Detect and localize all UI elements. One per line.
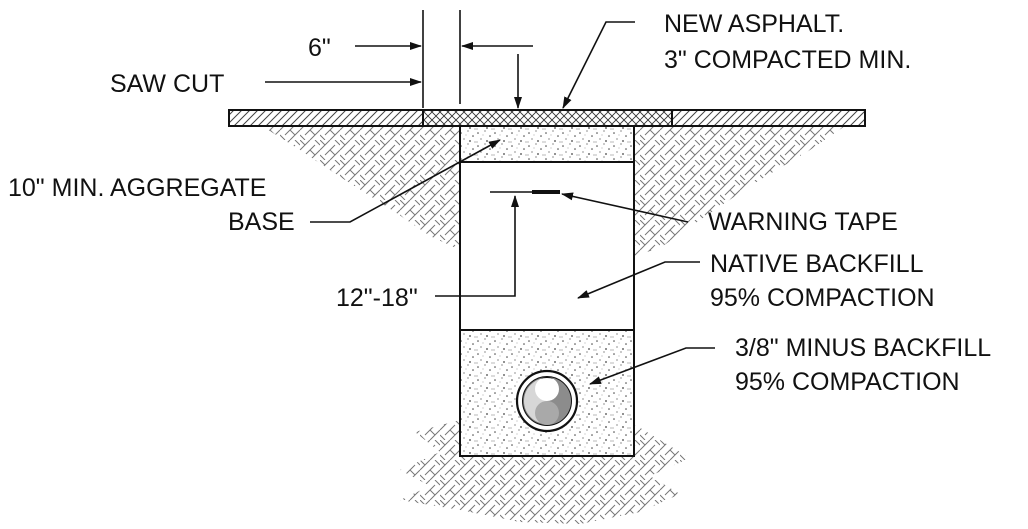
saw-cut-label: SAW CUT bbox=[110, 70, 224, 98]
saw-cut-dimension bbox=[265, 10, 533, 108]
minus-backfill-label-line1: 3/8" MINUS BACKFILL bbox=[735, 334, 991, 362]
warning-tape-label: WARNING TAPE bbox=[708, 208, 898, 236]
pipe bbox=[515, 369, 579, 433]
six-inch-label: 6" bbox=[308, 34, 331, 62]
new-asphalt-layer bbox=[422, 109, 673, 127]
new-asphalt-label-line2: 3" COMPACTED MIN. bbox=[664, 46, 911, 74]
native-soil bbox=[262, 126, 845, 524]
depth-label: 12"-18" bbox=[336, 284, 418, 312]
native-backfill-layer bbox=[459, 161, 635, 331]
aggregate-label-line2: BASE bbox=[228, 208, 295, 236]
warning-tape bbox=[490, 190, 560, 194]
minus-backfill-label-line2: 95% COMPACTION bbox=[735, 368, 960, 396]
new-asphalt-label-line1: NEW ASPHALT. bbox=[664, 10, 844, 38]
aggregate-label-line1: 10" MIN. AGGREGATE bbox=[8, 174, 266, 202]
leader-lines bbox=[310, 21, 715, 385]
aggregate-base-layer bbox=[459, 125, 635, 163]
native-backfill-label-line1: NATIVE BACKFILL bbox=[710, 250, 924, 278]
native-backfill-label-line2: 95% COMPACTION bbox=[710, 284, 935, 312]
